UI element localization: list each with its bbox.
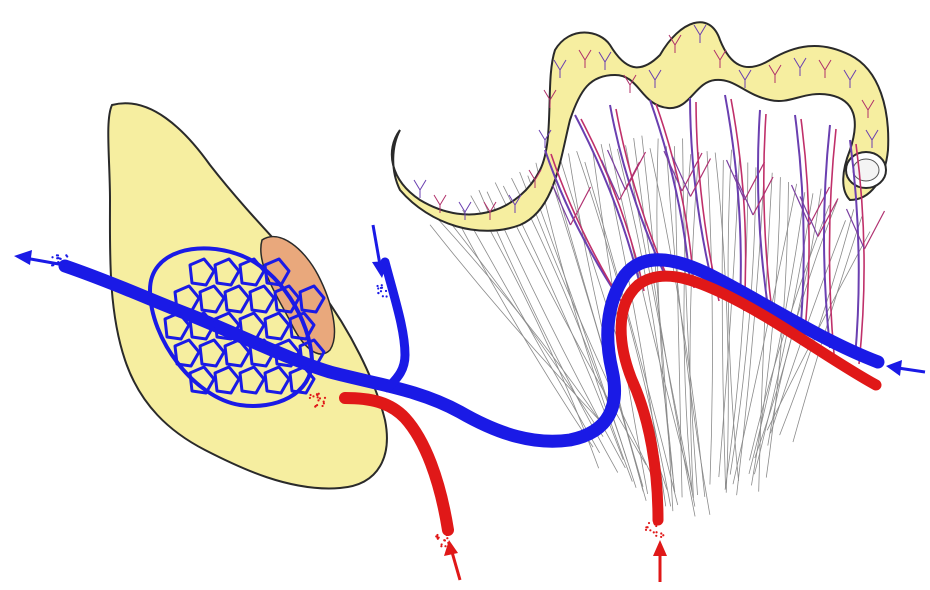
speckle-dot (660, 532, 662, 534)
speckle-dot (65, 254, 67, 256)
speckle-dot (321, 405, 323, 407)
speckle-dot (389, 292, 391, 294)
mesentery-line (454, 214, 593, 447)
speckle-dot (377, 292, 379, 294)
speckle-dot (376, 285, 378, 287)
speckle-dot (309, 397, 311, 399)
speckle-dot (391, 295, 393, 297)
speckle-dot (319, 397, 321, 399)
speckle-dot (440, 545, 442, 547)
speckle-dot (662, 534, 664, 536)
mesentery-line (759, 173, 773, 492)
mesentery-line (707, 151, 712, 484)
speckle-dot (653, 522, 655, 524)
tributary-vein (385, 262, 405, 388)
speckle-dot (444, 545, 446, 547)
mesentery-line (438, 219, 603, 426)
speckle-dot (645, 526, 647, 528)
intestine-loop (392, 22, 888, 231)
speckle-dot (441, 543, 443, 545)
vessel-fork (626, 152, 646, 190)
speckle-dot (385, 290, 387, 292)
intestine-lumen-inner (853, 159, 879, 181)
speckle-dot (437, 538, 439, 540)
speckle-dot (446, 534, 448, 536)
speckle-dot (377, 287, 379, 289)
speckle-dot (436, 534, 438, 536)
speckle-dot (382, 295, 384, 297)
speckle-dot (648, 522, 650, 524)
vessel-fork (792, 185, 810, 225)
speckle-dot (317, 399, 319, 401)
vein-branch (795, 115, 804, 335)
mesentery-line (722, 160, 725, 489)
speckle-dot (446, 537, 448, 539)
speckle-dot (323, 400, 325, 402)
speckle-dot (51, 256, 53, 258)
speckle-dot (316, 394, 318, 396)
artery-branch (829, 129, 836, 354)
speckle-dot (63, 261, 65, 263)
speckle-dot (385, 295, 387, 297)
speckle-dot (56, 257, 58, 259)
speckle-dot (389, 288, 391, 290)
speckle-dot (392, 290, 394, 292)
speckle-dot (66, 262, 68, 264)
arrow-up-icon (653, 540, 667, 582)
speckle-dot (655, 535, 657, 537)
speckle-dot (324, 397, 326, 399)
wall-capillary (414, 180, 426, 198)
speckle-dot (381, 284, 383, 286)
speckle-dot (655, 531, 657, 533)
speckle-dot (660, 536, 662, 538)
speckle-dot (443, 539, 445, 541)
speckle-dot (649, 529, 651, 531)
speckle-dot (317, 396, 319, 398)
speckle-dot (381, 287, 383, 289)
speckle-dot (60, 258, 62, 260)
vein-branch (575, 115, 640, 285)
speckle-dot (380, 290, 382, 292)
speckle-dot (314, 406, 316, 408)
speckle-dot (645, 529, 647, 531)
mesentery-line (657, 139, 675, 493)
speckle-dot (312, 395, 314, 397)
arrow-left-icon (14, 250, 70, 266)
speckle-dot (57, 254, 59, 256)
vessel-fork (571, 187, 591, 225)
vessel-fork (847, 209, 865, 249)
speckle-dot (309, 394, 311, 396)
speckle-dot (316, 404, 318, 406)
arrow-left-icon (886, 360, 925, 376)
vein-branch (725, 95, 741, 305)
vessel-fork (865, 211, 885, 249)
mesentery-line (666, 146, 710, 515)
speckle-dot (656, 523, 658, 525)
speckle-dot (653, 531, 655, 533)
